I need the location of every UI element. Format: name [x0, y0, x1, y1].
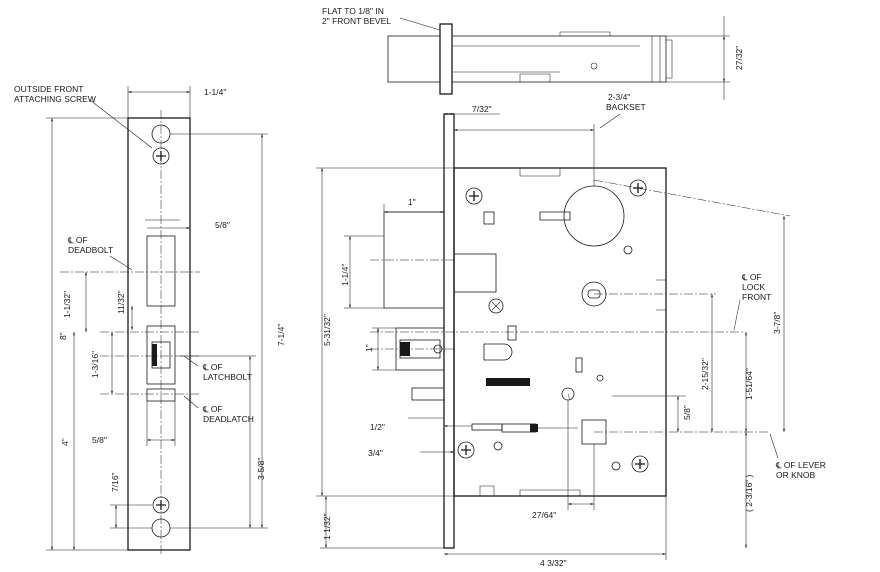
dim-27-64: 27/64" [532, 510, 556, 520]
lock-front-label-1: ℄ OF [741, 272, 762, 282]
latchbolt-cl-label-1: ℄ OF [202, 362, 223, 372]
dim-1-latchbolt: 1" [364, 344, 374, 352]
front-view: OUTSIDE FRONT ATTACHING SCREW 1-1/4" 5/8… [14, 84, 286, 556]
dim-7-32: 7/32" [472, 104, 492, 114]
lock-front-label-3: FRONT [742, 292, 771, 302]
dim-1-1-4: 1-1/4" [340, 264, 350, 286]
lever-cl-label-1: ℄ OF LEVER [775, 460, 826, 470]
dim-1-1-32-bottom: 1 1/32" [322, 513, 332, 540]
side-view: 7/32" 2-3/4" BACKSET 1" 1-1/4" 5-31/32" … [316, 92, 826, 568]
dim-5-31-32: 5-31/32" [322, 314, 332, 346]
top-view-case [451, 35, 667, 83]
dim-2-3-16: ( 2-3/16" ) [744, 474, 754, 512]
backset-dim: 2-3/4" [608, 92, 630, 102]
dim-1-51-64: 1-51/64" [744, 368, 754, 400]
dim-7-16: 7/16" [110, 472, 120, 492]
side-faceplate [443, 113, 455, 549]
deadlatch-cl-label-1: ℄ OF [202, 404, 223, 414]
bevel-label-2: 2" FRONT BEVEL [322, 16, 391, 26]
attaching-screw-label-1: OUTSIDE FRONT [14, 84, 83, 94]
case-screw-icon [457, 179, 649, 473]
bottom-5-8-dim: 5/8" [92, 435, 107, 445]
attaching-screw-label-2: ATTACHING SCREW [14, 94, 96, 104]
dim-3-7-8: 3-7/8" [772, 312, 782, 334]
backset-label: BACKSET [606, 102, 646, 112]
deadlatch [411, 387, 445, 401]
dim-1-2: 1/2" [370, 422, 385, 432]
bevel-label-1: FLAT TO 1/8" IN [322, 6, 384, 16]
deadlatch-cl-label-2: DEADLATCH [203, 414, 254, 424]
dim-5-8-side: 5/8" [682, 405, 692, 420]
latchbolt-cl-label-2: LATCHBOLT [203, 372, 252, 382]
lock-case [453, 167, 667, 497]
deadbolt-width-dim: 5/8" [215, 220, 230, 230]
faceplate-width-dim: 1-1/4" [204, 87, 226, 97]
cylinder-hub [563, 185, 625, 247]
dim-1-3-16: 1-3/16" [90, 351, 100, 378]
faceplate [127, 117, 191, 551]
deadbolt-cl-label-1: ℄ OF [67, 235, 88, 245]
dim-1-deadbolt: 1" [408, 197, 416, 207]
lever-cl-label-2: OR KNOB [776, 470, 816, 480]
dim-2-15-32: 2-15/32" [700, 358, 710, 390]
deadbolt-cl-label-2: DEADBOLT [68, 245, 113, 255]
dim-4: 4" [60, 438, 70, 446]
top-depth-dim: 27/32" [734, 46, 744, 70]
top-view-faceplate [439, 23, 453, 95]
lock-front-label-2: LOCK [742, 282, 765, 292]
overall-width-dim: 4 3/32" [540, 558, 567, 568]
screw-spacing-dim: 7-1/4" [276, 324, 286, 346]
dim-1-1-32: 1-1/32" [62, 291, 72, 318]
dim-3-5-8: 3-5/8" [256, 458, 266, 480]
dim-3-4: 3/4" [368, 448, 383, 458]
top-view: FLAT TO 1/8" IN 2" FRONT BEVEL 27/32" [322, 6, 744, 100]
dim-11-32: 11/32" [116, 290, 126, 314]
overall-height-dim: 8" [58, 332, 68, 340]
top-view-bolt [387, 35, 441, 83]
